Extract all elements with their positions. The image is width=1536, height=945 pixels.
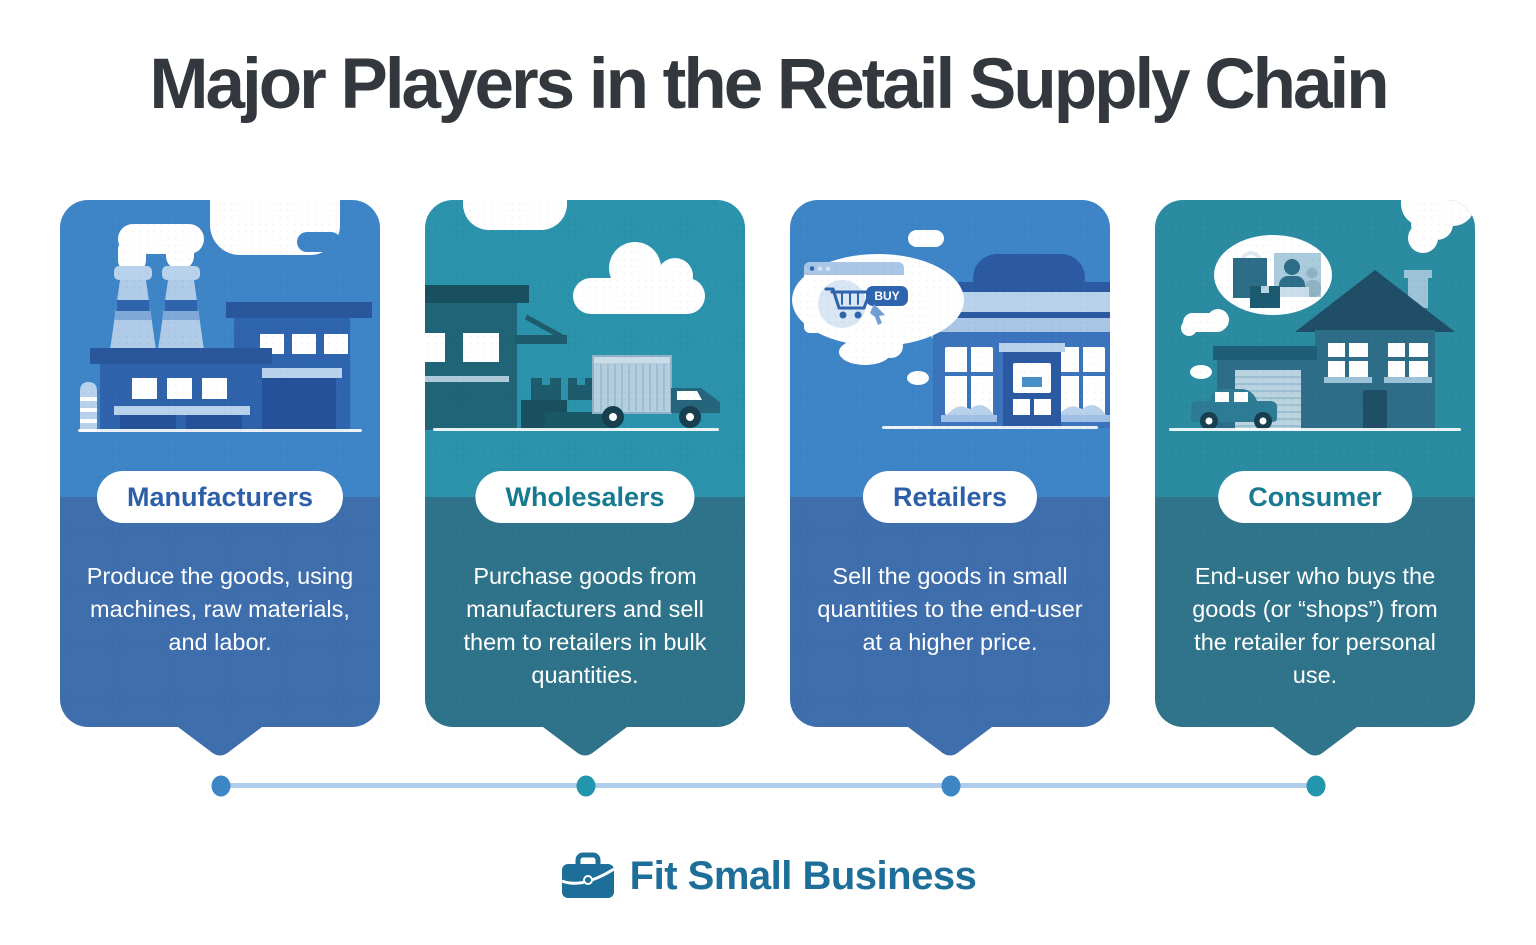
timeline-dot-manufacturers — [211, 775, 231, 797]
timeline-dot-consumer — [1306, 775, 1326, 797]
card-manufacturers-illustration-panel — [60, 200, 380, 497]
cloud-icon — [908, 230, 944, 247]
page-title: Major Players in the Retail Supply Chain — [149, 45, 1389, 124]
card-retailers-text-panel: Sell the goods in small quantities to th… — [790, 497, 1110, 727]
card-wholesalers-text-panel: Purchase goods from manufacturers and se… — [425, 497, 745, 727]
card-wholesalers: Wholesalers Purchase goods from manufact… — [425, 200, 745, 756]
shopping-cart-icon — [824, 287, 872, 310]
card-label-retailers: Retailers — [862, 471, 1038, 523]
cursor-icon — [870, 304, 885, 325]
briefcase-icon — [561, 852, 615, 898]
card-retailers-illustration-panel: BUY — [790, 200, 1110, 497]
house-car-icon — [1169, 200, 1475, 431]
buy-button-label: BUY — [874, 289, 899, 303]
buy-button: BUY — [866, 286, 908, 306]
shopping-thought-bubble — [1214, 235, 1332, 315]
timeline-dot-wholesalers — [576, 775, 596, 797]
card-description: Sell the goods in small quantities to th… — [817, 563, 1083, 655]
ground-line — [882, 426, 1098, 429]
timeline-dot-retailers — [941, 775, 961, 797]
card-manufacturers-text-panel: Produce the goods, using machines, raw m… — [60, 497, 380, 727]
cloud-hole — [297, 232, 341, 252]
cloud-icon — [1181, 309, 1229, 379]
card-consumer: Consumer End-user who buys the goods (or… — [1155, 200, 1475, 756]
card-label-consumer: Consumer — [1218, 471, 1412, 523]
card-description: Purchase goods from manufacturers and se… — [463, 563, 707, 688]
bag-handle — [1239, 251, 1263, 262]
brand-footer: Fit Small Business — [0, 852, 1536, 900]
card-label-manufacturers: Manufacturers — [96, 471, 344, 523]
card-tail-pointer — [178, 727, 262, 756]
brand-name: Fit Small Business — [629, 853, 977, 898]
card-description: End-user who buys the goods (or “shops”)… — [1192, 563, 1438, 688]
cloud-icon — [573, 242, 705, 314]
delivery-truck-icon — [592, 355, 720, 428]
card-description: Produce the goods, using machines, raw m… — [86, 563, 354, 655]
card-tail-pointer — [908, 727, 992, 756]
ground-line — [78, 429, 362, 432]
ground-line — [433, 428, 719, 431]
timeline-line — [221, 783, 1316, 788]
car-icon — [1191, 389, 1277, 430]
warehouse-truck-icon — [425, 200, 720, 431]
supply-chain-cards: Manufacturers Produce the goods, using m… — [60, 200, 1475, 756]
box-icon — [1250, 286, 1280, 308]
ground-line — [1169, 428, 1461, 431]
storefront-icon: BUY — [792, 230, 1110, 429]
card-consumer-text-panel: End-user who buys the goods (or “shops”)… — [1155, 497, 1475, 727]
card-wholesalers-illustration-panel — [425, 200, 745, 497]
card-consumer-illustration-panel — [1155, 200, 1475, 497]
card-retailers: BUY Retailers Sell the goods in small qu… — [790, 200, 1110, 756]
online-shopping-thought-bubble: BUY — [792, 254, 964, 385]
factory-icon — [78, 200, 372, 432]
card-manufacturers: Manufacturers Produce the goods, using m… — [60, 200, 380, 756]
card-label-wholesalers: Wholesalers — [475, 471, 695, 523]
card-tail-pointer — [543, 727, 627, 756]
card-tail-pointer — [1273, 727, 1357, 756]
